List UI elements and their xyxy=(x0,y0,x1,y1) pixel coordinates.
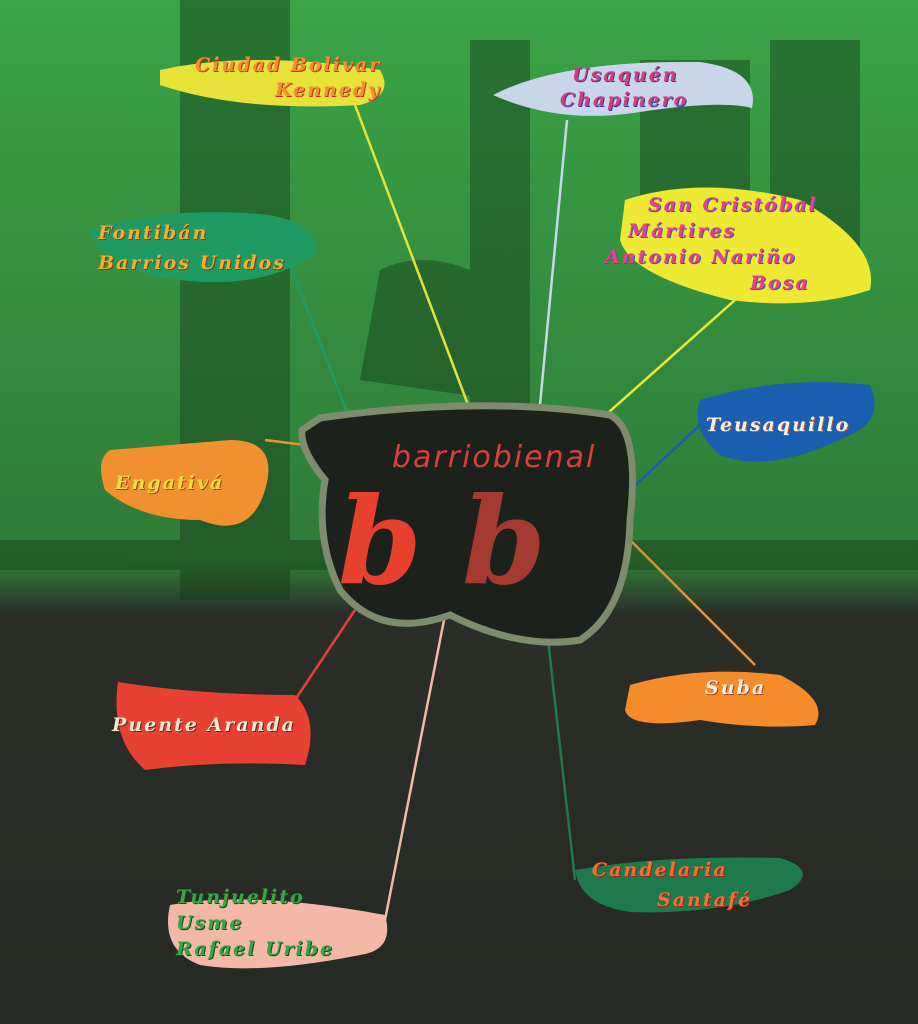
logo-badge xyxy=(298,402,636,646)
blob-fontibon xyxy=(90,212,316,283)
blob-engativa xyxy=(101,440,269,526)
label-teusaquillo: Teusaquillo xyxy=(706,414,851,436)
blob-teusaquillo xyxy=(697,382,875,462)
blob-puente-aranda xyxy=(116,682,311,770)
brand-name: barriobienal xyxy=(392,440,597,475)
blob-suba xyxy=(625,671,819,727)
label-puente-aranda: Puente Aranda xyxy=(112,714,296,736)
blob-ciudad-bolivar xyxy=(160,60,385,107)
connector-lines xyxy=(264,104,756,921)
blob-tunjuelito xyxy=(168,899,388,969)
label-suba: Suba xyxy=(705,677,767,699)
logo-letter-1: b xyxy=(338,471,422,612)
blob-usaquen xyxy=(493,61,753,116)
blob-san-cristobal xyxy=(620,187,872,304)
logo-letter-2: b xyxy=(462,471,546,612)
label-engativa: Engativá xyxy=(115,472,225,494)
blob-candelaria xyxy=(575,857,803,913)
